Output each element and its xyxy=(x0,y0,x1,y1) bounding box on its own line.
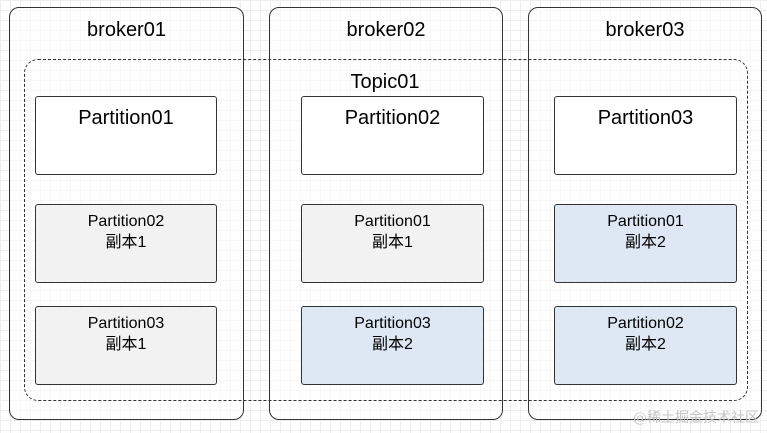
replica-label: 副本2 xyxy=(625,234,666,251)
partition-name: Partition03 xyxy=(597,107,694,129)
replica-label: 副本2 xyxy=(625,336,666,353)
partition-name: Partition03 xyxy=(87,315,165,332)
replica-label: 副本1 xyxy=(105,234,147,251)
broker-03-replica-1: Partition01 副本2 xyxy=(554,204,737,283)
broker-01-leader-partition: Partition01 xyxy=(35,96,217,175)
broker-03-title: broker03 xyxy=(605,19,685,41)
topic-label: Topic01 xyxy=(350,71,420,93)
broker-02-leader-partition: Partition02 xyxy=(301,96,484,175)
replica-label: 副本1 xyxy=(372,234,413,251)
broker-01-replica-2: Partition03 副本1 xyxy=(35,306,217,385)
broker-02-replica-1: Partition01 副本1 xyxy=(301,204,484,283)
replica-label: 副本1 xyxy=(105,336,147,353)
broker-02-title: broker02 xyxy=(346,19,426,41)
partition-name: Partition03 xyxy=(354,315,431,332)
broker-01-replica-1: Partition02 副本1 xyxy=(35,204,217,283)
broker-03-leader-partition: Partition03 xyxy=(554,96,737,175)
broker-01-title: broker01 xyxy=(87,19,166,41)
partition-name: Partition02 xyxy=(87,213,165,230)
partition-name: Partition02 xyxy=(344,107,441,129)
watermark: @稀土掘金技术社区 xyxy=(633,410,759,426)
partition-name: Partition02 xyxy=(607,315,684,332)
partition-name: Partition01 xyxy=(78,107,174,129)
partition-name: Partition01 xyxy=(607,213,684,230)
broker-02-replica-2: Partition03 副本2 xyxy=(301,306,484,385)
partition-name: Partition01 xyxy=(354,213,431,230)
replica-label: 副本2 xyxy=(372,336,413,353)
broker-03-replica-2: Partition02 副本2 xyxy=(554,306,737,385)
